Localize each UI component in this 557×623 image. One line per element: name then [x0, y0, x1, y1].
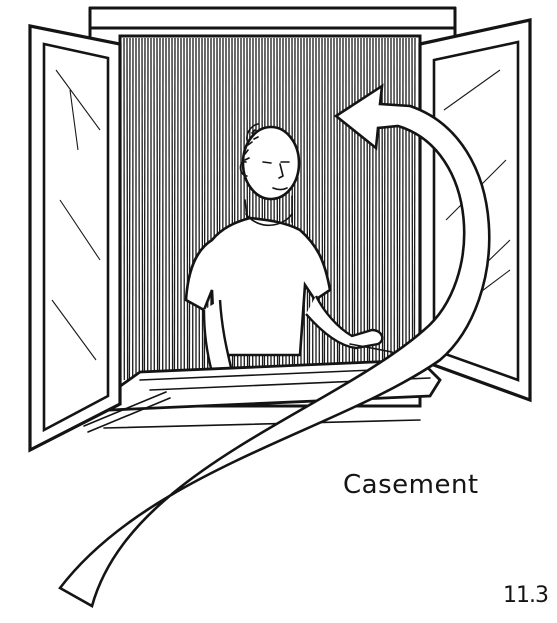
wall-frame	[90, 8, 455, 36]
hatch-line	[414, 38, 415, 380]
hatch-line	[142, 38, 143, 380]
hatch-line	[367, 38, 368, 380]
hatch-line	[307, 38, 308, 380]
hatch-line	[384, 38, 385, 380]
hatch-line	[202, 38, 203, 380]
hatch-line	[369, 38, 370, 380]
hatch-line	[127, 38, 128, 380]
hatch-line	[397, 38, 398, 380]
hatch-line	[189, 38, 190, 380]
hatch-line	[174, 38, 175, 380]
hatch-line	[412, 38, 413, 380]
hatch-line	[354, 38, 355, 380]
hatch-line	[157, 38, 158, 380]
hatch-line	[159, 38, 160, 380]
hatch-line	[172, 38, 173, 380]
hatch-line	[352, 38, 353, 380]
caption-label: Casement	[343, 470, 479, 500]
hatch-line	[129, 38, 130, 380]
hatch-line	[187, 38, 188, 380]
hatch-line	[399, 38, 400, 380]
hatch-line	[309, 38, 310, 380]
figure-number: 11.3	[503, 583, 548, 608]
hatch-line	[144, 38, 145, 380]
